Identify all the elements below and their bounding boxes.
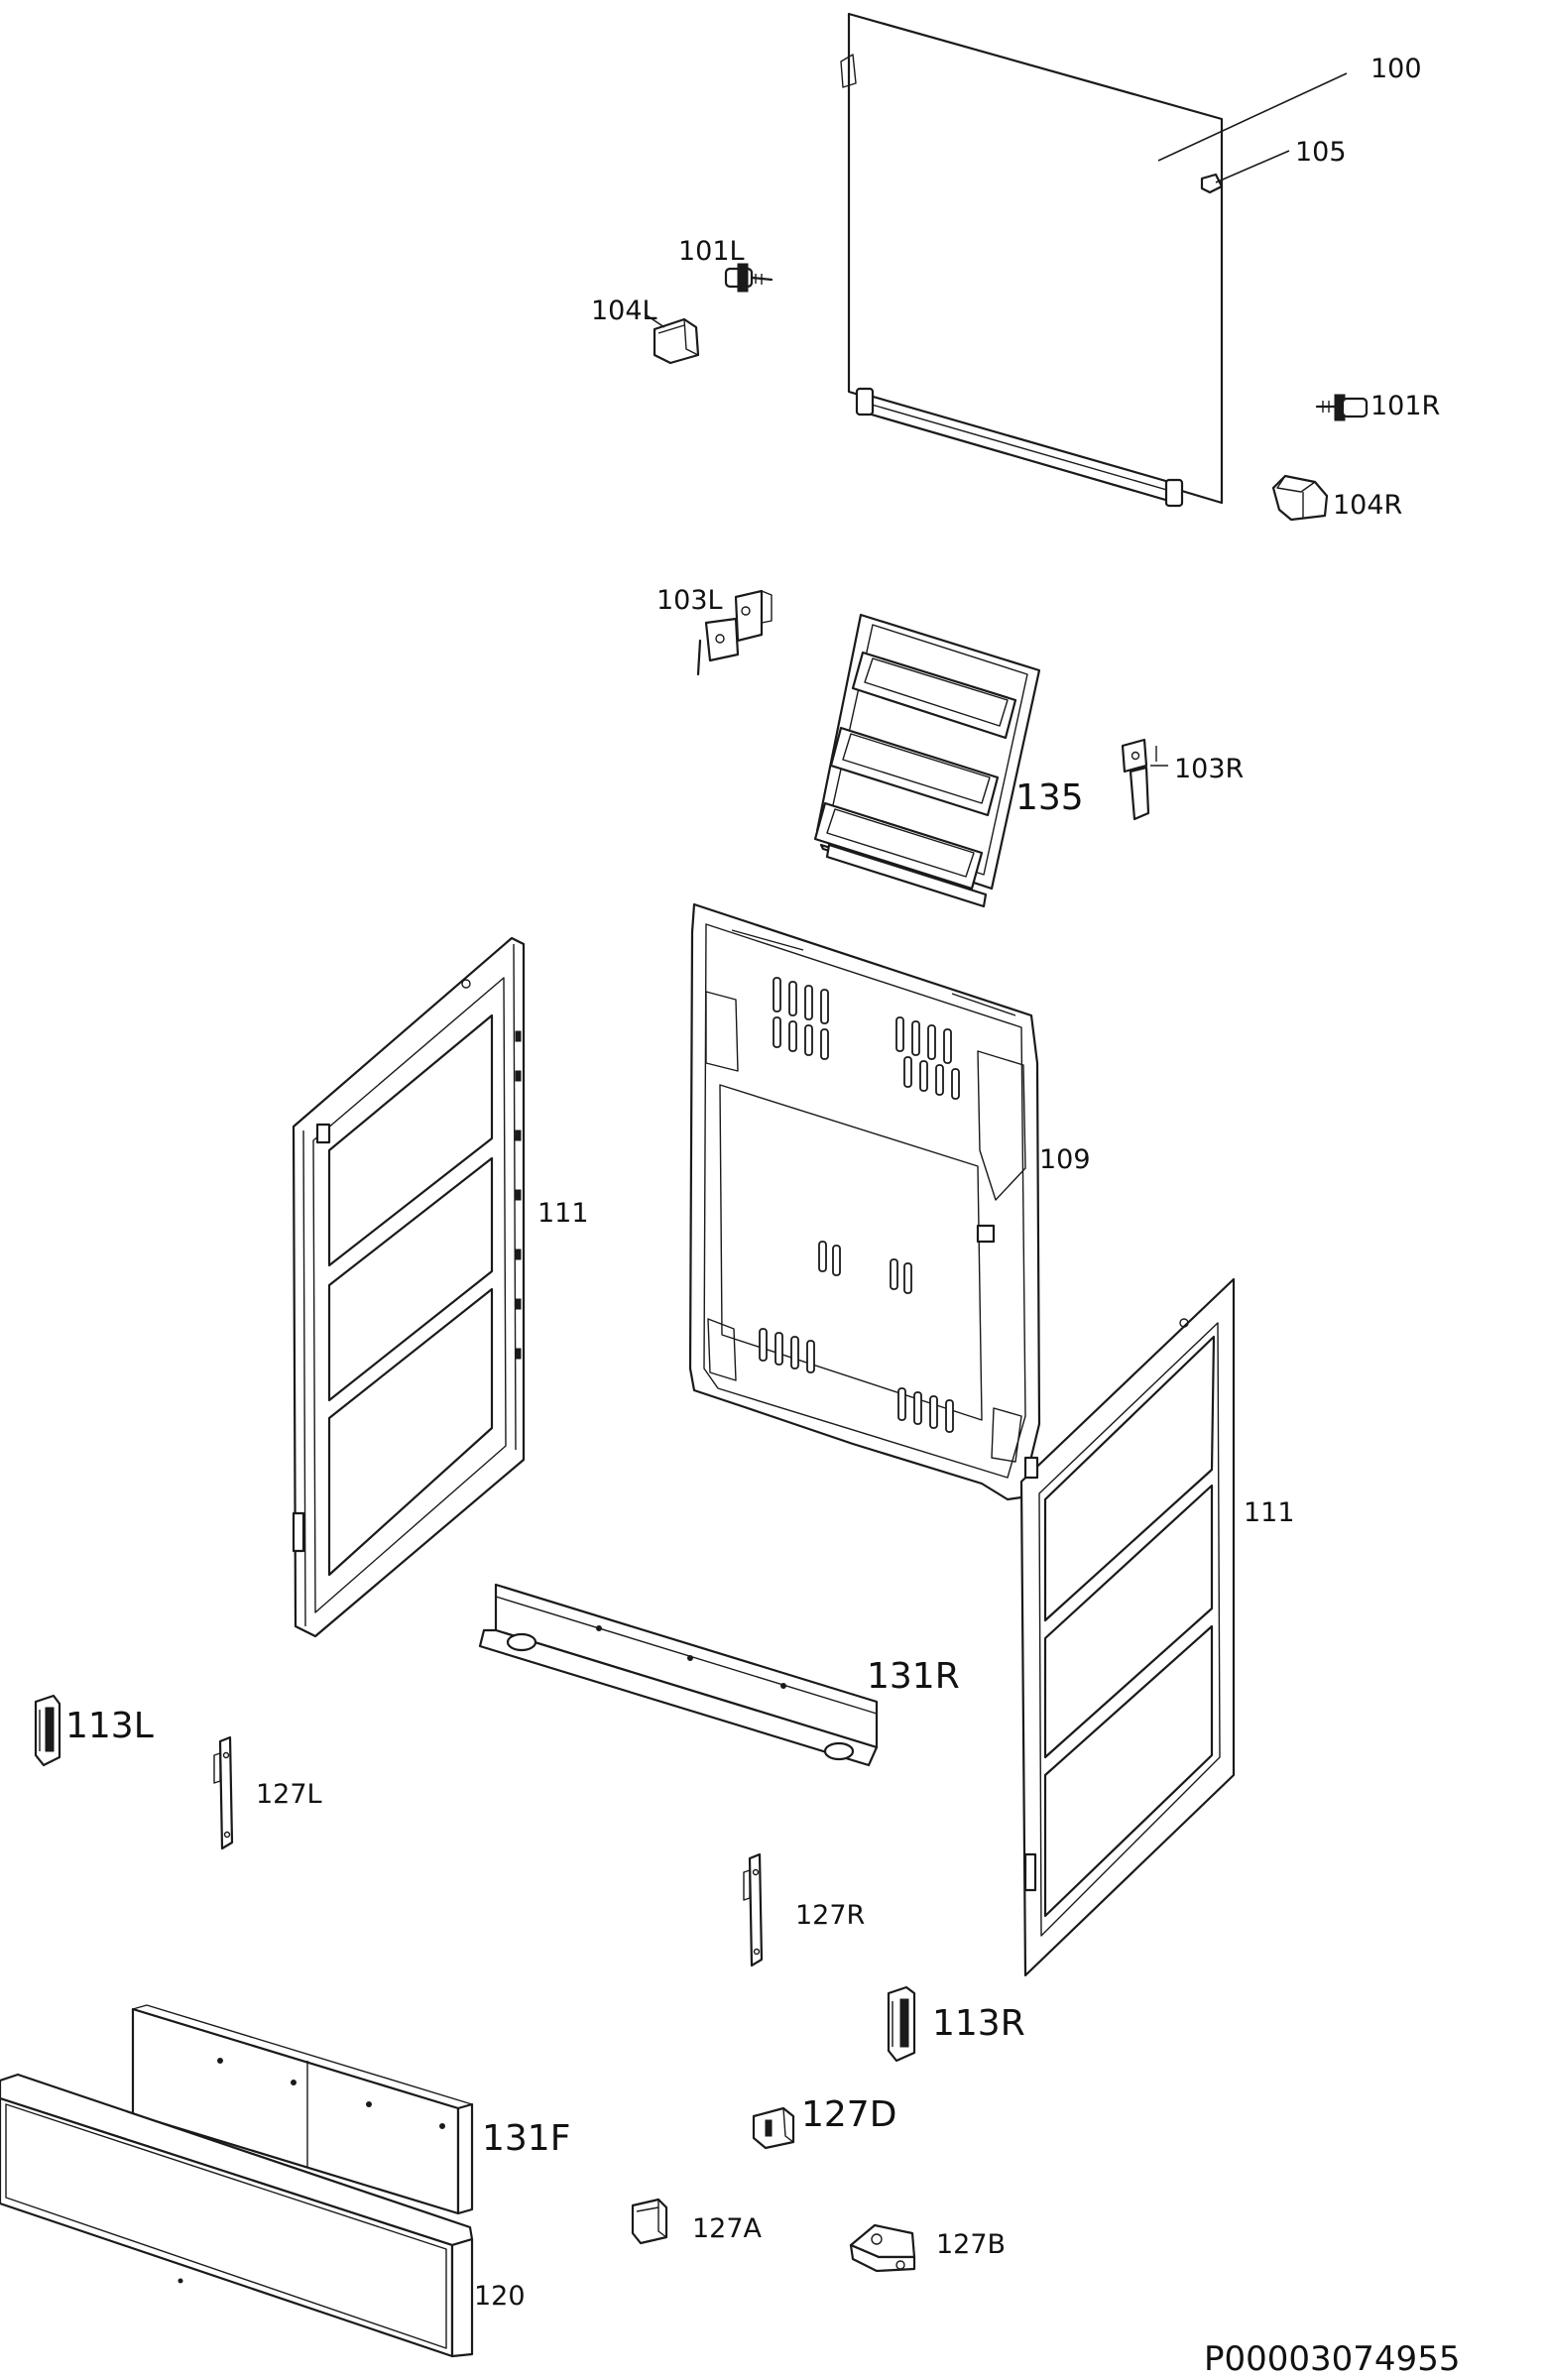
part-127D-clip[interactable]: [752, 2106, 795, 2150]
part-127R-strip[interactable]: [743, 1852, 764, 1967]
label-127A: 127A: [692, 2213, 763, 2244]
part-111-left-side-panel[interactable]: [292, 936, 526, 1638]
part-131F-front-rail[interactable]: [131, 2004, 474, 2215]
label-131F: 131F: [482, 2118, 570, 2159]
part-104R-bracket[interactable]: [1271, 474, 1329, 522]
part-111-right-side-panel[interactable]: [1019, 1277, 1236, 1977]
label-103R: 103R: [1174, 754, 1244, 784]
part-101R-pin[interactable]: [1315, 394, 1369, 421]
label-127R: 127R: [795, 1900, 865, 1931]
label-101R: 101R: [1370, 391, 1440, 421]
label-120: 120: [474, 2281, 526, 2312]
part-131R-rear-rail[interactable]: [478, 1583, 879, 1767]
part-113L-hinge-receiver[interactable]: [34, 1694, 61, 1767]
leader-105: [1215, 150, 1290, 183]
vent-slots-lower: [759, 1328, 954, 1433]
label-135: 135: [1015, 777, 1084, 818]
label-103L: 103L: [656, 585, 723, 616]
label-101L: 101L: [678, 236, 745, 267]
vent-slots-upper-right: [895, 1016, 960, 1100]
drawing-code: P00003074955: [1204, 2339, 1460, 2379]
part-101L-pin[interactable]: [724, 263, 774, 293]
label-131R: 131R: [867, 1656, 960, 1697]
label-105: 105: [1295, 137, 1347, 168]
label-127B: 127B: [936, 2229, 1006, 2260]
part-103L-bracket[interactable]: [696, 589, 773, 676]
vent-slots-center: [818, 1241, 912, 1294]
label-104R: 104R: [1333, 490, 1402, 521]
part-120-kickplate[interactable]: [0, 2073, 474, 2358]
label-113L: 113L: [65, 1706, 154, 1746]
part-135-baffle[interactable]: [813, 613, 1041, 908]
label-127D: 127D: [801, 2094, 896, 2135]
part-105-clip[interactable]: [1200, 173, 1224, 194]
part-103R-bracket[interactable]: [1121, 738, 1157, 821]
label-127L: 127L: [256, 1779, 322, 1810]
part-109-back-wall[interactable]: [688, 902, 1041, 1501]
baffle-handle-bottom: [813, 801, 984, 891]
label-109: 109: [1039, 1144, 1091, 1175]
part-104L-bracket[interactable]: [646, 314, 700, 365]
label-111-right: 111: [1244, 1497, 1295, 1528]
leader-100: [1157, 72, 1348, 162]
vent-slots-upper-left: [773, 977, 829, 1060]
label-111-left: 111: [537, 1198, 589, 1229]
part-127B-angle-bracket[interactable]: [849, 2223, 916, 2273]
label-113R: 113R: [932, 2003, 1025, 2044]
label-100: 100: [1370, 54, 1422, 84]
part-127A-clip[interactable]: [631, 2198, 668, 2245]
part-127L-strip[interactable]: [213, 1735, 234, 1850]
baffle-handle-top: [851, 651, 1017, 740]
part-100-rear-panel[interactable]: [840, 12, 1224, 508]
baffle-handle-middle: [829, 726, 1000, 817]
label-104L: 104L: [591, 296, 657, 326]
part-113R-hinge-receiver[interactable]: [887, 1985, 916, 2063]
